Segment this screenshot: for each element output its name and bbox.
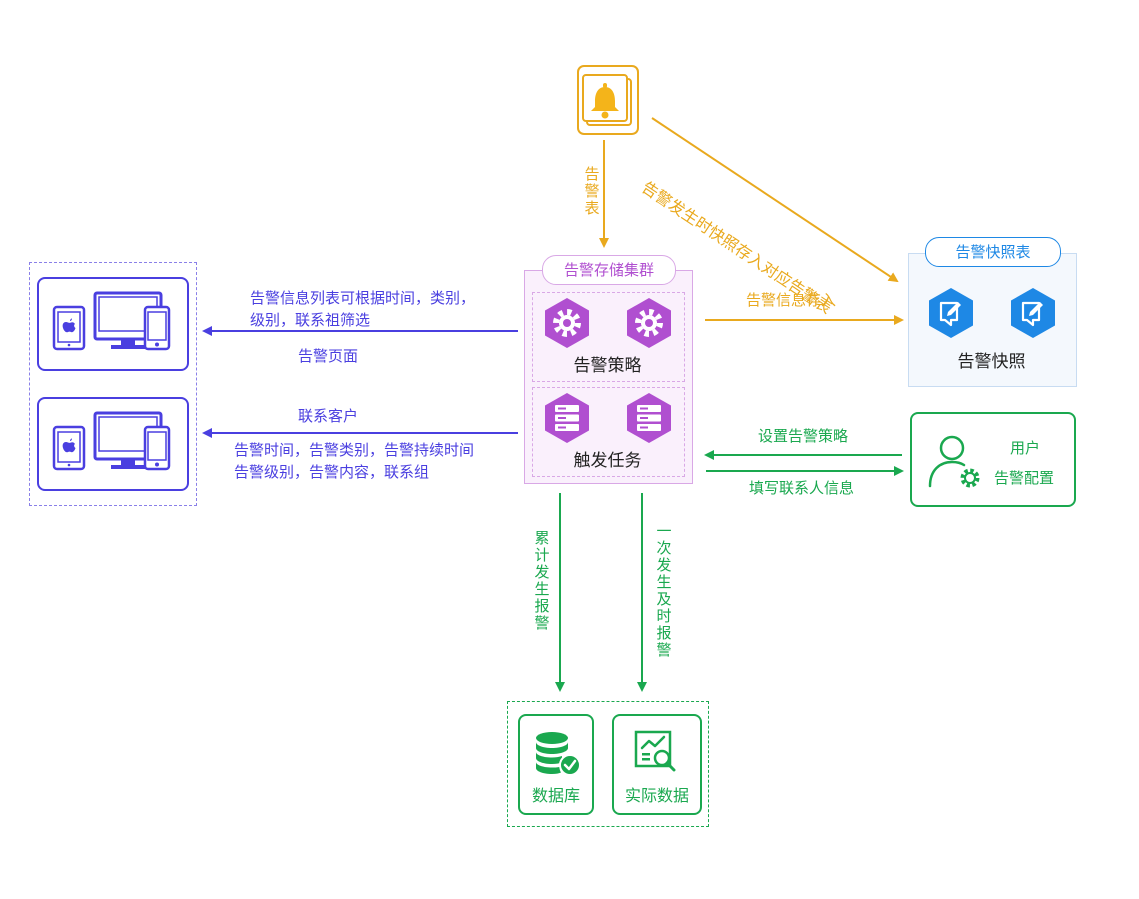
user-label: 用户 <box>1010 439 1041 457</box>
fill-contact-label: 填写联系人信息 <box>749 479 855 497</box>
list-filter-line1: 告警信息列表可根据时间，类别， <box>250 289 476 307</box>
task-label: 触发任务 <box>573 451 642 471</box>
gear-hexagon-1 <box>543 297 591 353</box>
actual-data-label: 实际数据 <box>624 786 689 805</box>
set-strategy-label: 设置告警策略 <box>758 427 849 445</box>
bell-node <box>577 65 639 135</box>
contact-detail-line2: 告警级别，告警内容，联系组 <box>234 463 430 481</box>
gear-hexagon-2 <box>625 297 673 353</box>
task-group <box>532 387 685 477</box>
snapshot-label: 告警快照 <box>957 352 1026 372</box>
edit-hexagon-icon <box>1011 288 1055 338</box>
storage-group <box>507 701 709 827</box>
user-gear-icon <box>928 435 980 488</box>
edit-hexagon-1 <box>927 287 975 343</box>
server-hexagon-icon <box>627 393 671 443</box>
user-config-box[interactable]: 用户 告警配置 <box>910 412 1076 507</box>
info-store-label: 告警信息存入 <box>746 291 837 309</box>
contact-customer-device[interactable] <box>37 397 189 491</box>
database-label: 数据库 <box>531 786 580 805</box>
alarm-config-label: 告警配置 <box>994 469 1055 487</box>
contact-detail-line1: 告警时间，告警类别，告警持续时间 <box>234 441 475 459</box>
alarm-page-label: 告警页面 <box>298 347 359 365</box>
server-hexagon-2 <box>625 392 673 448</box>
cluster-title: 告警存储集群 <box>542 255 676 285</box>
gear-hexagon-icon <box>627 298 671 348</box>
database-check-icon <box>536 732 580 776</box>
gear-hexagon-icon <box>545 298 589 348</box>
strategy-label: 告警策略 <box>573 356 642 376</box>
database-box[interactable]: 数据库 <box>518 714 594 815</box>
alarm-table-label: 告警表 <box>584 165 600 217</box>
snapshot-store-arrow <box>651 117 899 283</box>
alarm-page-device[interactable] <box>37 277 189 371</box>
alarm-storage-cluster <box>524 270 693 484</box>
actual-data-box[interactable]: 实际数据 <box>612 714 702 815</box>
device-group <box>29 262 197 506</box>
list-filter-line2: 级别，联系祖筛选 <box>250 311 371 329</box>
bell-icon <box>577 65 639 135</box>
server-hexagon-icon <box>545 393 589 443</box>
server-hexagon-1 <box>543 392 591 448</box>
snapshot-title: 告警快照表 <box>925 237 1061 267</box>
edit-hexagon-icon <box>929 288 973 338</box>
strategy-group <box>532 292 685 382</box>
data-search-icon <box>634 730 676 772</box>
immediate-label: 一次发生及时报警 <box>656 522 672 659</box>
contact-customer-label: 联系客户 <box>298 407 359 425</box>
device-group-icon <box>52 291 171 351</box>
edit-hexagon-2 <box>1009 287 1057 343</box>
device-group-icon <box>52 411 171 471</box>
cumulative-label: 累计发生报警 <box>534 529 550 632</box>
